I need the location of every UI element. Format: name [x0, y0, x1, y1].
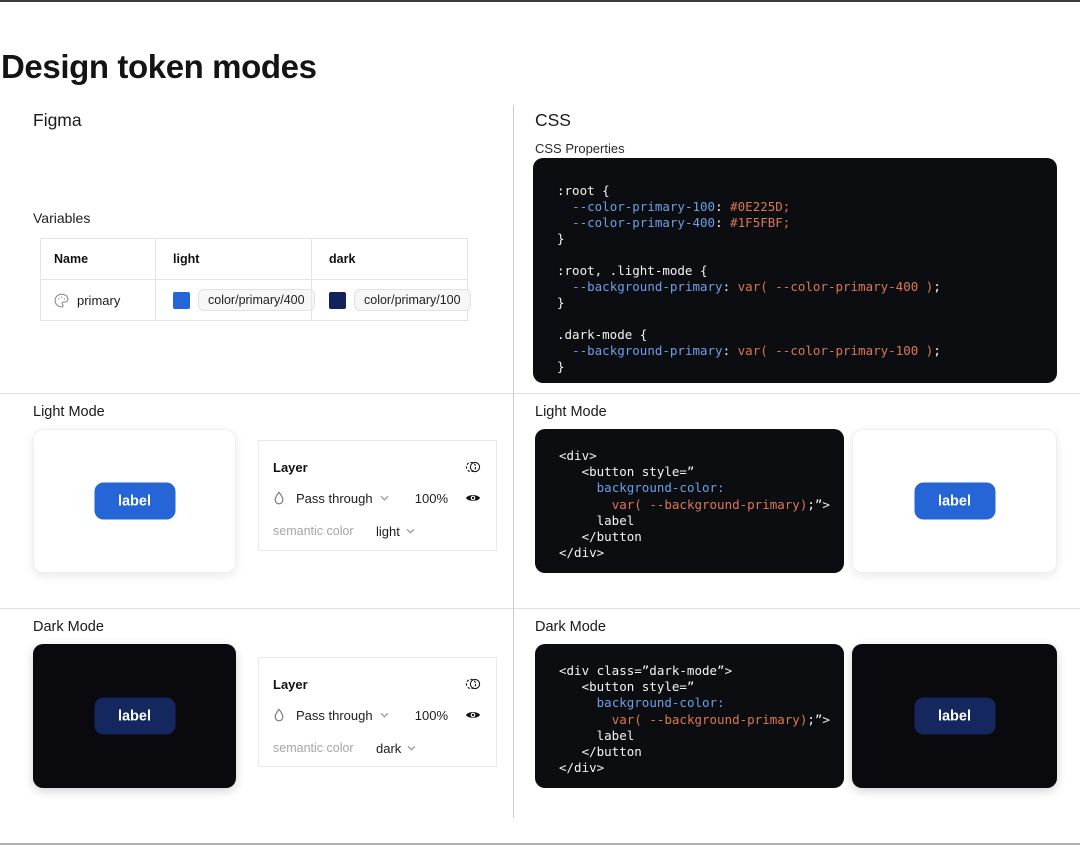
layer-panel-property-row: semantic color dark	[273, 739, 481, 757]
figma-dark-mode-heading: Dark Mode	[33, 619, 104, 635]
label-button-dark[interactable]: label	[914, 697, 995, 735]
page-title: Design token modes	[1, 48, 317, 85]
blend-mode-icon[interactable]	[465, 677, 481, 691]
top-border	[0, 0, 1080, 2]
layer-panel-title: Layer	[273, 676, 308, 692]
mode-dropdown[interactable]: light	[376, 524, 415, 539]
chevron-down-icon	[380, 495, 389, 501]
section-divider-light	[0, 393, 1080, 394]
droplet-icon	[273, 491, 285, 505]
layer-panel-light: Layer Pass through 100%	[258, 440, 497, 551]
eye-icon[interactable]	[465, 709, 481, 721]
table-header-row: Name light dark	[41, 239, 467, 279]
layer-panel-title: Layer	[273, 459, 308, 475]
chevron-down-icon	[406, 528, 415, 534]
layer-panel-property-row: semantic color light	[273, 522, 481, 540]
table-row[interactable]: primary color/primary/400 color/primary/…	[41, 279, 471, 320]
figma-heading: Figma	[33, 110, 82, 130]
layer-panel-header: Layer	[273, 458, 481, 476]
css-light-preview-card: label	[852, 429, 1057, 573]
top-dashed-texture	[0, 3, 1080, 16]
eye-icon[interactable]	[465, 492, 481, 504]
semantic-color-label: semantic color	[273, 524, 354, 538]
column-header-dark: dark	[311, 239, 467, 279]
light-token-pill[interactable]: color/primary/400	[198, 289, 315, 311]
variables-label: Variables	[33, 210, 91, 226]
column-header-light: light	[155, 239, 311, 279]
css-root-code-block: :root { --color-primary-100: #0E225D; --…	[533, 158, 1057, 383]
bottom-border	[0, 843, 1080, 845]
blend-mode-dropdown[interactable]: Pass through	[296, 491, 389, 506]
blend-mode-value: Pass through	[296, 707, 373, 723]
chevron-down-icon	[407, 745, 416, 751]
section-divider-dark	[0, 608, 1080, 609]
css-dark-preview-card: label	[852, 644, 1057, 788]
dark-value-cell: color/primary/100	[311, 280, 471, 320]
css-light-mode-heading: Light Mode	[535, 404, 607, 420]
css-dark-mode-heading: Dark Mode	[535, 619, 606, 635]
label-button-light[interactable]: label	[94, 482, 175, 520]
figma-light-mode-heading: Light Mode	[33, 404, 105, 420]
layer-panel-header: Layer	[273, 675, 481, 693]
css-dark-code-block: <div class=”dark-mode”> <button style=” …	[535, 644, 844, 788]
mode-dropdown[interactable]: dark	[376, 741, 416, 756]
semantic-color-label: semantic color	[273, 741, 354, 755]
layer-panel-dark: Layer Pass through 100%	[258, 657, 497, 767]
opacity-value[interactable]: 100%	[414, 707, 448, 723]
layer-panel-blend-row: Pass through 100%	[273, 489, 481, 507]
variable-name: primary	[77, 292, 121, 308]
figma-dark-preview-card: label	[33, 644, 236, 788]
css-properties-label: CSS Properties	[535, 141, 625, 156]
label-button-dark[interactable]: label	[94, 697, 175, 735]
chevron-down-icon	[380, 712, 389, 718]
opacity-value[interactable]: 100%	[414, 490, 448, 506]
figma-light-preview-card: label	[33, 429, 236, 573]
palette-icon	[54, 293, 69, 308]
blend-mode-value: Pass through	[296, 490, 373, 506]
column-divider	[513, 105, 514, 818]
blend-mode-icon[interactable]	[465, 460, 481, 474]
dark-color-swatch[interactable]	[329, 291, 346, 309]
variable-name-cell: primary	[41, 280, 155, 320]
droplet-icon	[273, 708, 285, 722]
css-light-code-block: <div> <button style=” background-color: …	[535, 429, 844, 573]
mode-value: light	[376, 523, 400, 539]
label-button-light[interactable]: label	[914, 482, 995, 520]
mode-value: dark	[376, 740, 402, 756]
light-color-swatch[interactable]	[173, 291, 190, 309]
dark-token-pill[interactable]: color/primary/100	[354, 289, 471, 311]
variables-table: Name light dark primary color/primary/40	[40, 238, 471, 321]
light-value-cell: color/primary/400	[155, 280, 315, 320]
blend-mode-dropdown[interactable]: Pass through	[296, 708, 389, 723]
column-header-name: Name	[54, 252, 89, 266]
css-heading: CSS	[535, 110, 571, 130]
layer-panel-blend-row: Pass through 100%	[273, 706, 481, 724]
